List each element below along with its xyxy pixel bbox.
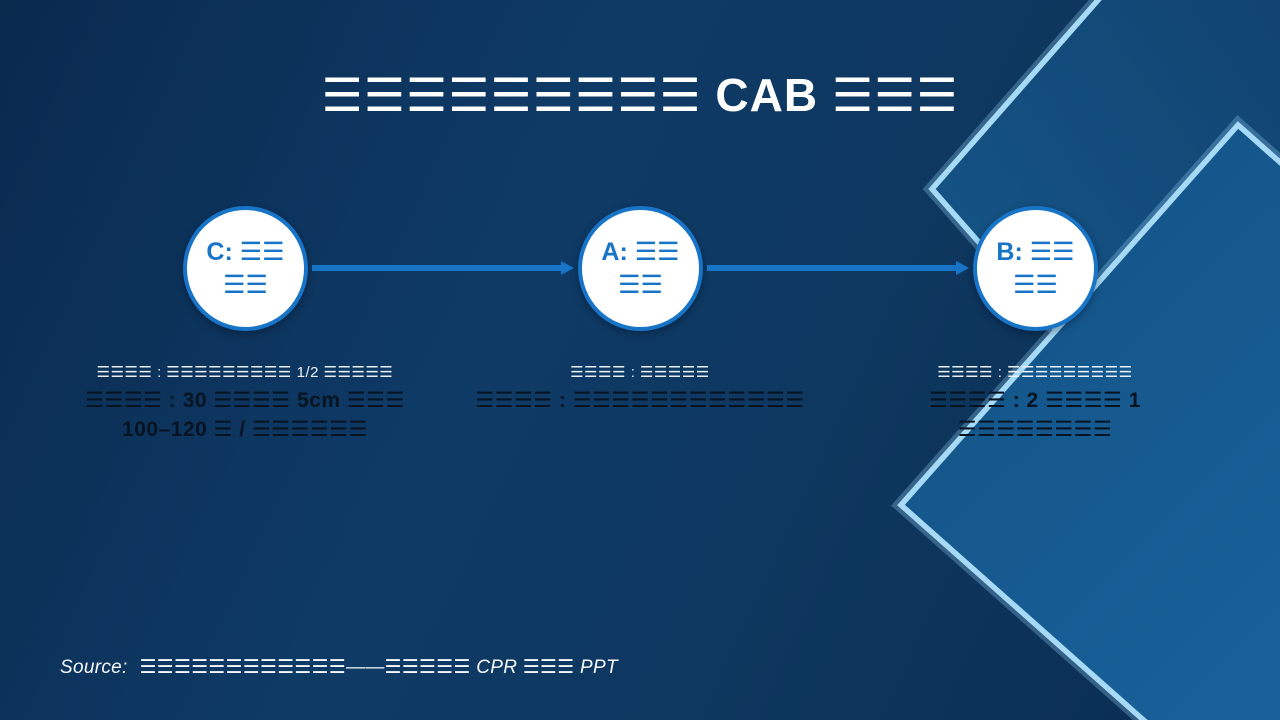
- step-note-c: ☰☰☰☰ : ☰☰☰☰☰☰☰☰☰ 1/2 ☰☰☰☰☰ ☰☰☰☰ : 30 ☰☰☰…: [75, 364, 415, 445]
- arrow-shaft: [707, 265, 958, 271]
- step-a-note-line1: ☰☰☰☰ : ☰☰☰☰☰: [570, 364, 710, 381]
- background-diamond-lower: [891, 115, 1280, 720]
- arrow-shaft: [312, 265, 563, 271]
- source-caption: Source: ☰☰☰☰☰☰☰☰☰☰☰☰——☰☰☰☰☰ CPR ☰☰☰ PPT: [60, 656, 618, 679]
- arrow-head: [956, 261, 969, 275]
- step-c-note-line3: 100–120 ☰ / ☰☰☰☰☰☰: [122, 417, 368, 441]
- source-text: ☰☰☰☰☰☰☰☰☰☰☰☰——☰☰☰☰☰ CPR ☰☰☰ PPT: [139, 657, 618, 678]
- step-note-a: ☰☰☰☰ : ☰☰☰☰☰ ☰☰☰☰ : ☰☰☰☰☰☰☰☰☰☰☰☰: [470, 364, 810, 416]
- step-b-label-line2: ☰☰: [1013, 270, 1058, 299]
- arrow-right-icon: [707, 261, 969, 275]
- step-a-note-line2: ☰☰☰☰ : ☰☰☰☰☰☰☰☰☰☰☰☰: [475, 389, 805, 412]
- step-circle-b: B: ☰☰ ☰☰: [973, 206, 1098, 331]
- step-note-b: ☰☰☰☰ : ☰☰☰☰☰☰☰☰☰ ☰☰☰☰ : 2 ☰☰☰☰ 1 ☰☰☰☰☰☰☰…: [865, 364, 1205, 445]
- step-c-label-line1: C: ☰☰: [206, 238, 285, 266]
- arrow-head: [561, 261, 574, 275]
- step-c-note-line1: ☰☰☰☰ : ☰☰☰☰☰☰☰☰☰ 1/2 ☰☰☰☰☰: [96, 364, 394, 381]
- step-a-label-line2: ☰☰: [618, 270, 663, 299]
- step-circle-c: C: ☰☰ ☰☰: [183, 206, 308, 331]
- step-c-label-line2: ☰☰: [223, 270, 268, 299]
- arrow-right-icon: [312, 261, 574, 275]
- source-label: Source:: [60, 657, 128, 678]
- step-b-label-line1: B: ☰☰: [996, 238, 1075, 266]
- step-c-note-line2: ☰☰☰☰ : 30 ☰☰☰☰ 5cm ☰☰☰: [85, 389, 405, 412]
- step-b-note-line2: ☰☰☰☰ : 2 ☰☰☰☰ 1 ☰☰☰☰☰☰☰☰: [929, 389, 1141, 441]
- step-b-note-line1: ☰☰☰☰ : ☰☰☰☰☰☰☰☰☰: [937, 364, 1133, 381]
- slide-title: ☰☰☰☰☰☰☰☰☰ CAB ☰☰☰: [321, 69, 959, 121]
- step-circle-a: A: ☰☰ ☰☰: [578, 206, 703, 331]
- step-a-label-line1: A: ☰☰: [601, 238, 680, 266]
